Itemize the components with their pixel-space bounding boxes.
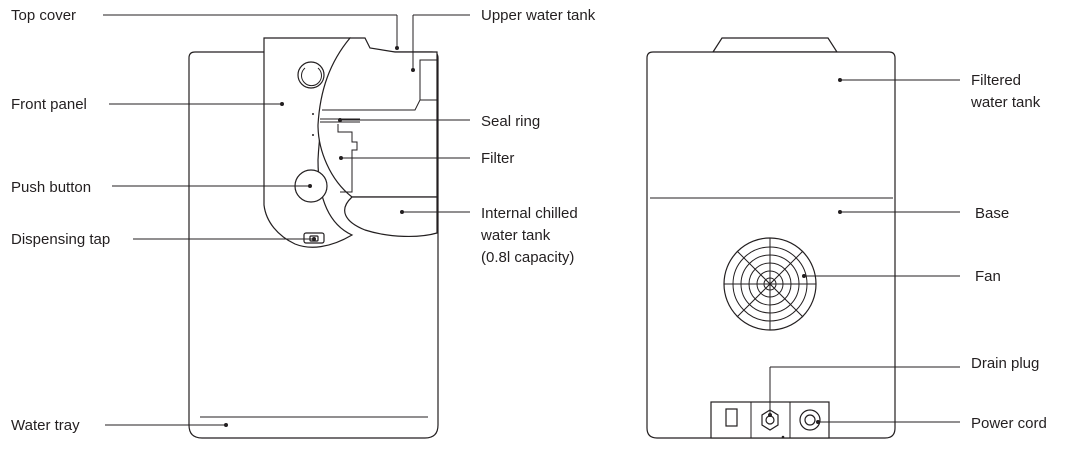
fan-icon xyxy=(723,237,817,331)
label-filter: Filter xyxy=(481,150,514,167)
label-power-cord: Power cord xyxy=(971,415,1047,432)
internal-chilled-tank xyxy=(344,196,438,238)
label-filtered-line2: water tank xyxy=(970,94,1041,111)
label-upper-water-tank: Upper water tank xyxy=(481,7,596,24)
label-top-cover: Top cover xyxy=(11,7,76,24)
filter-shape xyxy=(337,124,358,193)
label-dispensing-tap: Dispensing tap xyxy=(11,231,110,248)
label-filtered-line1: Filtered xyxy=(971,72,1021,89)
label-chilled-line1: Internal chilled xyxy=(481,205,578,222)
switch-icon xyxy=(725,408,738,427)
label-push-button: Push button xyxy=(11,179,91,196)
back-handle xyxy=(711,37,839,53)
label-front-panel: Front panel xyxy=(11,96,87,113)
label-chilled-line3: (0.8l capacity) xyxy=(481,249,574,266)
back-view: Filtered water tank Base Fan Drain plug … xyxy=(646,37,1047,439)
label-water-tray: Water tray xyxy=(11,417,80,434)
label-drain-plug: Drain plug xyxy=(971,355,1039,372)
label-chilled-line2: water tank xyxy=(480,227,551,244)
front-view: Top cover Front panel Push button Dispen… xyxy=(11,7,596,439)
label-seal-ring: Seal ring xyxy=(481,113,540,130)
label-base: Base xyxy=(975,205,1009,222)
top-cover xyxy=(317,37,438,198)
label-fan: Fan xyxy=(975,268,1001,285)
